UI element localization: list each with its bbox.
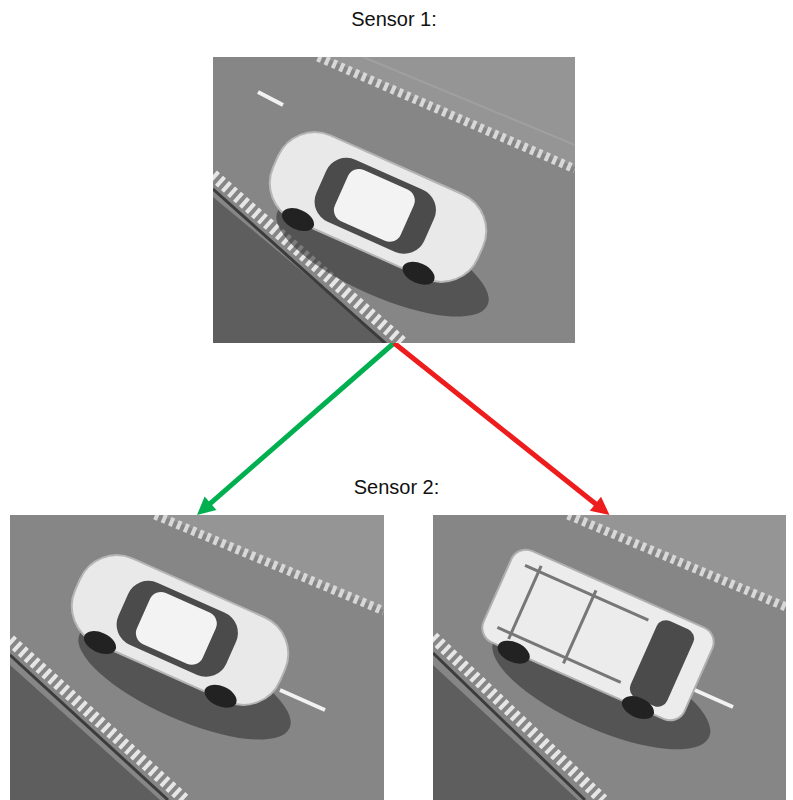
- van-windscreen: [627, 617, 698, 710]
- road-surface: [213, 57, 575, 343]
- sensor-photo-box: Sensor 1:: [213, 0, 575, 343]
- road-surface: [10, 515, 384, 800]
- heading-row: Sensor 2:: [0, 476, 793, 499]
- lane-marking: [258, 92, 283, 105]
- roof-rack: [525, 565, 648, 620]
- car-windows: [110, 574, 245, 684]
- car-body: [257, 119, 499, 294]
- car-figure: [242, 119, 525, 339]
- roof-rack: [509, 566, 542, 639]
- car-roof: [132, 588, 221, 668]
- car-wheel: [278, 203, 317, 235]
- car-wheel: [80, 626, 119, 658]
- van-figure: [462, 545, 749, 774]
- sensor-heading: Sensor 1:: [347, 8, 441, 30]
- car-wheel: [201, 680, 240, 712]
- car-body: [59, 542, 301, 717]
- car-figure: [44, 542, 327, 762]
- arrow-head: [590, 497, 610, 515]
- barrier-rail: [363, 57, 575, 145]
- van-wheel: [618, 691, 657, 723]
- sensor-group-band: Sensor 2:: [0, 468, 793, 800]
- roof-rack: [563, 590, 596, 663]
- van-wheel: [494, 636, 533, 668]
- road-surface: [433, 515, 786, 800]
- car-roof: [330, 165, 419, 245]
- lane-marking: [280, 690, 325, 710]
- arrow-head: [197, 496, 216, 515]
- sensor-heading: Sensor 2:: [350, 476, 444, 498]
- road-photo: [213, 57, 575, 343]
- road-photo: [433, 515, 786, 800]
- car-wheel: [399, 257, 438, 289]
- sensor-photo-box: [433, 515, 786, 800]
- road-photo: [10, 515, 384, 800]
- sensor-photo-box: [10, 515, 384, 800]
- heading-row: Sensor 1:: [213, 8, 575, 31]
- van-body: [477, 545, 719, 726]
- car-windows: [308, 151, 443, 261]
